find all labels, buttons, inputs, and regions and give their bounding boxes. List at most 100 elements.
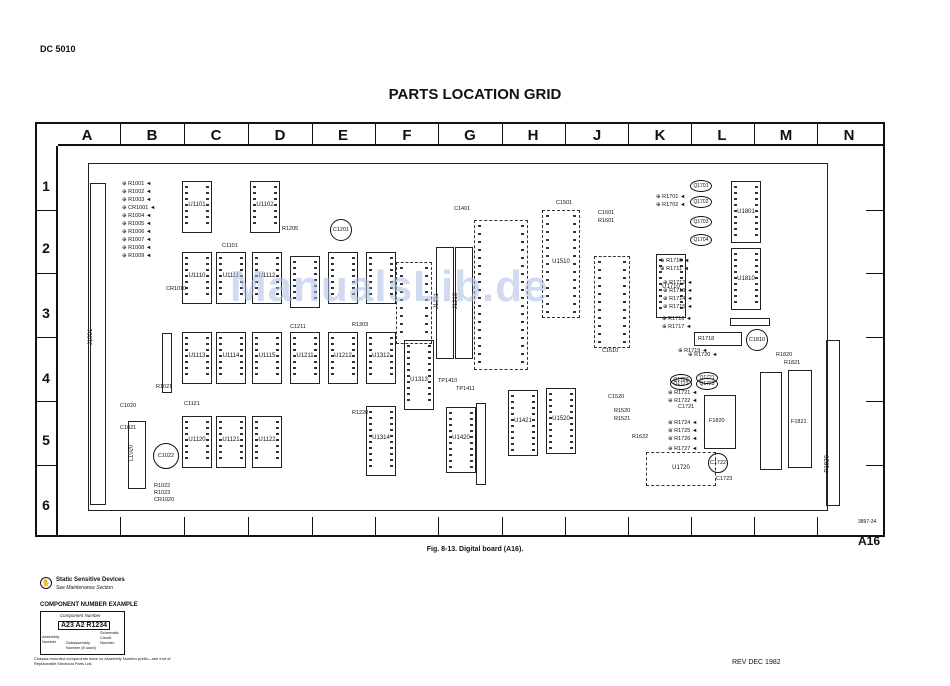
label-r1006: ⊕ R1006 ◄ (122, 229, 152, 235)
chip-u1122: U1122 (252, 416, 282, 468)
connector-j1001: J1001 (88, 183, 106, 505)
tick-row-right-4 (866, 465, 885, 466)
static-notice-sub: See Maintenance Section (56, 585, 113, 591)
label-r1820: R1820 (776, 352, 793, 358)
chip-u1314: U1314 (366, 406, 396, 476)
row-label-1: 1 (42, 178, 50, 194)
tick-row-right-1 (866, 273, 885, 274)
tick-col-bot-7 (565, 517, 566, 537)
capacitor-c1810: C1810 (746, 329, 768, 351)
label-tp1411: TP1411 (456, 386, 475, 392)
label-r1701: ⊕ R1701 ◄ (656, 194, 686, 200)
static-notice-title: Static Sensitive Devices (56, 577, 125, 583)
transistor-q1704: Q1704 (690, 234, 712, 246)
test-strip-r1420 (476, 403, 486, 485)
figure-caption: Fig. 8-13. Digital board (A16). (426, 546, 524, 553)
chip-u1212: U1212 (328, 332, 358, 384)
tick-row-right-2 (866, 337, 885, 338)
column-label-n: N (843, 127, 855, 144)
connector-j1211: J1211 (434, 247, 454, 359)
tick-row-left-0 (35, 210, 58, 211)
label-r1303: R1303 (352, 322, 369, 328)
row-label-4: 4 (42, 370, 50, 386)
tick-col-top-8 (628, 122, 629, 146)
label-r1022: R1022 (154, 483, 171, 489)
chip-u1212-upper (328, 252, 358, 304)
page-title: PARTS LOCATION GRID (388, 86, 562, 103)
chip-u1313: U1313 (404, 340, 434, 410)
label-r1220: R1220 (352, 410, 369, 416)
tick-col-top-7 (565, 122, 566, 146)
column-label-h: H (527, 127, 539, 144)
chip-u1113: U1113 (182, 332, 212, 384)
static-warning-icon: ✋ (40, 577, 52, 589)
assembly-note: Assembly Number (42, 634, 60, 644)
chip-u1310-upper (366, 252, 396, 304)
tick-row-left-3 (35, 401, 58, 402)
label-cr1001: ⊕ CR1001 ◄ (122, 205, 156, 211)
chip-u1510: U1510 (542, 210, 580, 318)
chip-u1102: U1102 (250, 181, 280, 233)
label-cr1010: CR1010 (166, 286, 187, 292)
column-label-b: B (146, 127, 158, 144)
label-r1004: ⊕ R1004 ◄ (122, 213, 152, 219)
label-r1521: R1521 (614, 416, 631, 422)
label-c1501: C1501 (556, 200, 573, 206)
label-r1716: ⊕ R1716 ◄ (662, 316, 692, 322)
row-label-3: 3 (42, 305, 50, 321)
chip-u1120: U1120 (182, 416, 212, 468)
tick-col-top-6 (502, 122, 503, 146)
label-r1718: R1718 (698, 336, 715, 342)
row-label-6: 6 (42, 497, 50, 513)
fuse-f1820: F1820 (704, 395, 736, 449)
label-r1725: ⊕ R1725 ◄ (668, 428, 698, 434)
tick-col-top-1 (184, 122, 185, 146)
component-footnote: Chassis-mounted components have no Assem… (34, 656, 171, 666)
capacitor-c1201: C1201 (330, 219, 352, 241)
column-label-j: J (592, 127, 602, 144)
label-r1005: ⊕ R1005 ◄ (122, 221, 152, 227)
label-c1401: C1401 (454, 206, 471, 212)
label-r1722: ⊕ R1722 ◄ (668, 398, 698, 404)
chip-u1420: U1420 (446, 407, 476, 473)
label-r1021: R1021 (156, 384, 173, 390)
tick-col-bot-6 (502, 517, 503, 537)
transistor-q1703: Q1703 (690, 216, 712, 228)
tick-row-left-2 (35, 337, 58, 338)
label-r1719: ⊕ R1719 ◄ (678, 348, 708, 354)
chip-u1115: U1115 (252, 332, 282, 384)
label-r1205: R1205 (282, 226, 299, 232)
transistor-q1722: Q1722 (670, 378, 692, 390)
label-r1727: ⊕ R1727 ◄ (668, 446, 698, 452)
watermark: ManualsLib.de (230, 262, 549, 311)
connector-j1210: J1210 (453, 247, 473, 359)
component-column-2: F1821 (788, 370, 812, 468)
label-r1702: ⊕ R1702 ◄ (656, 202, 686, 208)
chip-u1311 (396, 262, 432, 344)
revision-date: REV DEC 1982 (732, 659, 781, 666)
tick-col-top-3 (312, 122, 313, 146)
tick-row-left-4 (35, 465, 58, 466)
chip-u1112: U1112 (252, 252, 282, 304)
transistor-q1702: Q1702 (690, 196, 712, 208)
chip-u1520: U1520 (546, 388, 576, 454)
tick-col-top-9 (691, 122, 692, 146)
label-tp1410: TP1410 (438, 378, 458, 384)
label-r1721: ⊕ R1721 ◄ (668, 390, 698, 396)
label-r1003: ⊕ R1003 ◄ (122, 197, 152, 203)
tick-col-bot-3 (312, 517, 313, 537)
tick-col-bot-11 (817, 517, 818, 537)
inductor-l1020: L1020 (128, 421, 146, 489)
label-c1211: C1211 (290, 324, 306, 330)
capacitor-c1022: C1022 (153, 443, 179, 469)
label-c1601: C1601 (598, 210, 615, 216)
tick-col-bot-2 (248, 517, 249, 537)
label-r1009: ⊕ R1009 ◄ (122, 253, 152, 259)
column-label-d: D (274, 127, 286, 144)
tick-col-top-5 (438, 122, 439, 146)
chip-u1720: U1720 (646, 452, 716, 486)
label-r1720: ⊕ R1720 ◄ (688, 352, 718, 358)
label-c1723: C1723 (716, 476, 733, 482)
drawing-code: 3897-34 (858, 519, 877, 525)
board-label: A16 (858, 534, 881, 548)
